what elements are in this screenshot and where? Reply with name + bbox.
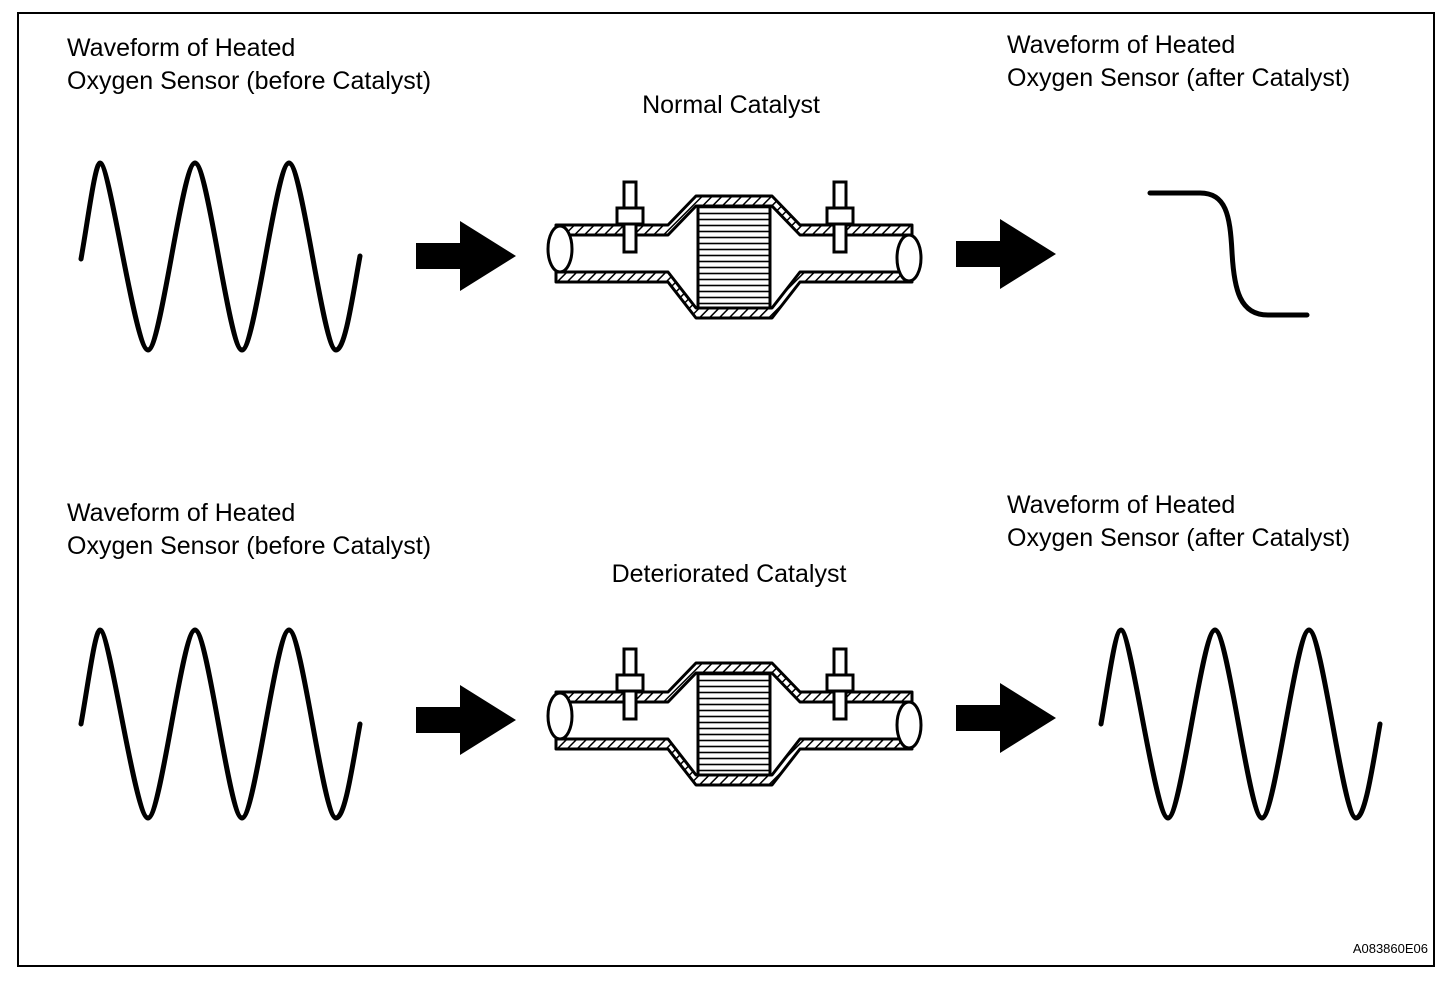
figure-code: A083860E06 — [1352, 941, 1428, 956]
label-line: Oxygen Sensor (after Catalyst) — [1007, 64, 1351, 92]
before-waveform-normal — [78, 160, 363, 353]
arrow-icon — [956, 683, 1056, 753]
label-line: Oxygen Sensor (after Catalyst) — [1007, 524, 1351, 552]
arrow-icon — [956, 219, 1056, 289]
label-line: Waveform of Heated — [67, 499, 296, 527]
catalyst-label-deteriorated: Deteriorated Catalyst — [611, 560, 847, 588]
after-waveform-normal — [1147, 190, 1310, 318]
before-sensor-label-deteriorated: Waveform of Heated Oxygen Sensor (before… — [67, 497, 431, 563]
label-line: Waveform of Heated — [1007, 491, 1236, 519]
diagram-frame — [17, 12, 1435, 967]
before-waveform-deteriorated — [78, 627, 363, 821]
label-line: Waveform of Heated — [1007, 31, 1236, 59]
before-sensor-label-normal: Waveform of Heated Oxygen Sensor (before… — [67, 32, 431, 98]
normal-catalyst-icon — [546, 180, 923, 320]
label-line: Oxygen Sensor (before Catalyst) — [67, 532, 432, 560]
deteriorated-catalyst-icon — [546, 647, 923, 787]
after-waveform-deteriorated — [1098, 627, 1383, 821]
arrow-icon — [416, 685, 516, 755]
after-sensor-label-normal: Waveform of Heated Oxygen Sensor (after … — [1007, 29, 1350, 95]
catalyst-label-normal: Normal Catalyst — [642, 91, 820, 119]
label-line: Oxygen Sensor (before Catalyst) — [67, 67, 432, 95]
label-line: Waveform of Heated — [67, 34, 296, 62]
after-sensor-label-deteriorated: Waveform of Heated Oxygen Sensor (after … — [1007, 489, 1350, 555]
arrow-icon — [416, 221, 516, 291]
